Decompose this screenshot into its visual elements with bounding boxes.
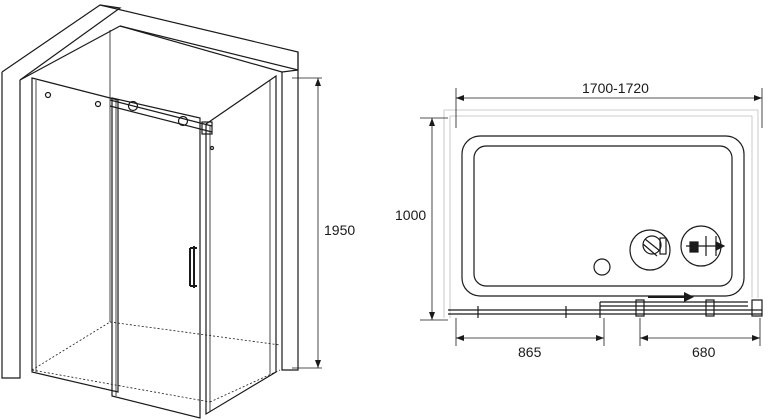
- plan-view: 1700-1720 1000 865 680: [395, 80, 763, 360]
- wall-outline: [1, 4, 299, 379]
- fixed-panel-dimension: 865: [455, 318, 605, 360]
- roller-right-icon: [177, 115, 189, 127]
- plan-wall-outline: [443, 109, 759, 318]
- roller-detail-icon: [629, 229, 671, 271]
- height-dimension: 1950: [292, 77, 355, 369]
- fixed-panel-label: 865: [518, 344, 542, 360]
- side-panel: [205, 74, 277, 416]
- door-opening-label: 680: [692, 344, 716, 360]
- slide-direction-arrow-icon: [648, 292, 694, 302]
- shower-tray-outer: [461, 135, 745, 297]
- roller-left-icon: [127, 100, 139, 112]
- total-width-label: 1700-1720: [582, 80, 649, 96]
- plan-glass-rail: [448, 299, 763, 318]
- depth-dimension: 1000: [395, 117, 448, 321]
- height-label: 1950: [324, 222, 355, 238]
- door-handle: [189, 246, 197, 288]
- shower-tray-inner: [473, 145, 733, 287]
- drain-icon: [593, 258, 611, 276]
- top-rail: [109, 99, 213, 135]
- sliding-door: [111, 97, 201, 419]
- depth-label: 1000: [395, 207, 426, 223]
- total-width-dimension: 1700-1720: [455, 80, 763, 128]
- floor-lines: [31, 321, 281, 403]
- door-opening-dimension: 680: [639, 318, 761, 360]
- perspective-view: [1, 4, 299, 419]
- front-fixed-panel: [31, 77, 119, 393]
- bracket-detail-icon: [680, 225, 726, 267]
